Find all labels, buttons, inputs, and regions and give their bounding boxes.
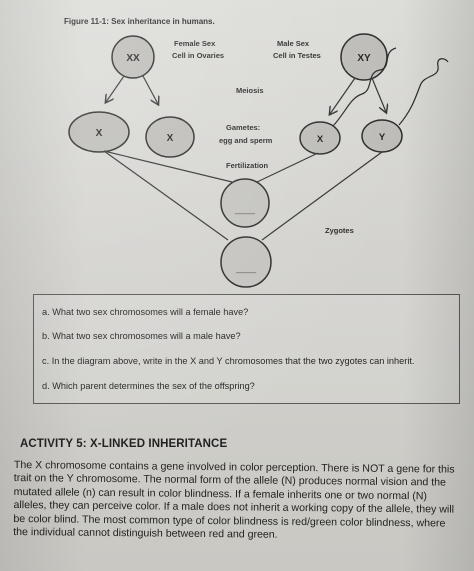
egg-1-chromosome: X [96, 128, 103, 139]
female-label-line2: Cell in Ovaries [172, 51, 224, 60]
sperm-cell-x: X [299, 47, 397, 155]
activity-title: ACTIVITY 5: X-LINKED INHERITANCE [20, 438, 228, 450]
question-d: d. Which parent determines the sex of th… [42, 381, 255, 391]
female-label-line1: Female Sex [174, 39, 216, 48]
sperm-2-chromosome: Y [379, 132, 386, 143]
question-b: b. What two sex chromosomes will a male … [42, 331, 241, 341]
sex-inheritance-diagram: XX Female Sex Cell in Ovaries XY Male Se… [68, 33, 449, 288]
sperm-cell-y: Y [361, 58, 449, 153]
zygote-1-answer-blank[interactable]: ____ [234, 204, 256, 214]
sperm-tail-1 [332, 47, 397, 127]
fertilization-lines [103, 150, 383, 241]
sperm-1-chromosome: X [317, 134, 324, 145]
questions-box: a. What two sex chromosomes will a femal… [33, 294, 460, 404]
egg-cell-1: X [68, 111, 130, 153]
male-label-line1: Male Sex [277, 39, 310, 48]
figure-title: Figure 11-1: Sex inheritance in humans. [64, 17, 215, 26]
meiosis-arrows [106, 75, 386, 114]
zygote-2: ____ [220, 236, 272, 288]
fertilization-label: Fertilization [226, 161, 269, 170]
female-chromosomes: XX [126, 53, 140, 64]
female-parent-cell: XX [111, 35, 155, 79]
question-a: a. What two sex chromosomes will a femal… [42, 307, 249, 317]
egg-cell-2: X [145, 116, 195, 158]
zygote-1: ____ [220, 178, 270, 228]
zygotes-label: Zygotes [325, 226, 354, 235]
zygote-2-answer-blank[interactable]: ____ [235, 263, 257, 273]
male-label-line2: Cell in Testes [273, 51, 321, 60]
male-parent-cell: XY [340, 33, 388, 81]
meiosis-label: Meiosis [236, 86, 264, 95]
activity-paragraph: The X chromosome contains a gene involve… [13, 459, 466, 544]
sperm-tail-2 [398, 58, 449, 126]
egg-2-chromosome: X [167, 133, 174, 144]
gametes-label-line1: Gametes: [226, 123, 260, 132]
gametes-label-line2: egg and sperm [219, 136, 273, 145]
question-c: c. In the diagram above, write in the X … [42, 356, 415, 366]
male-chromosomes: XY [357, 53, 371, 64]
